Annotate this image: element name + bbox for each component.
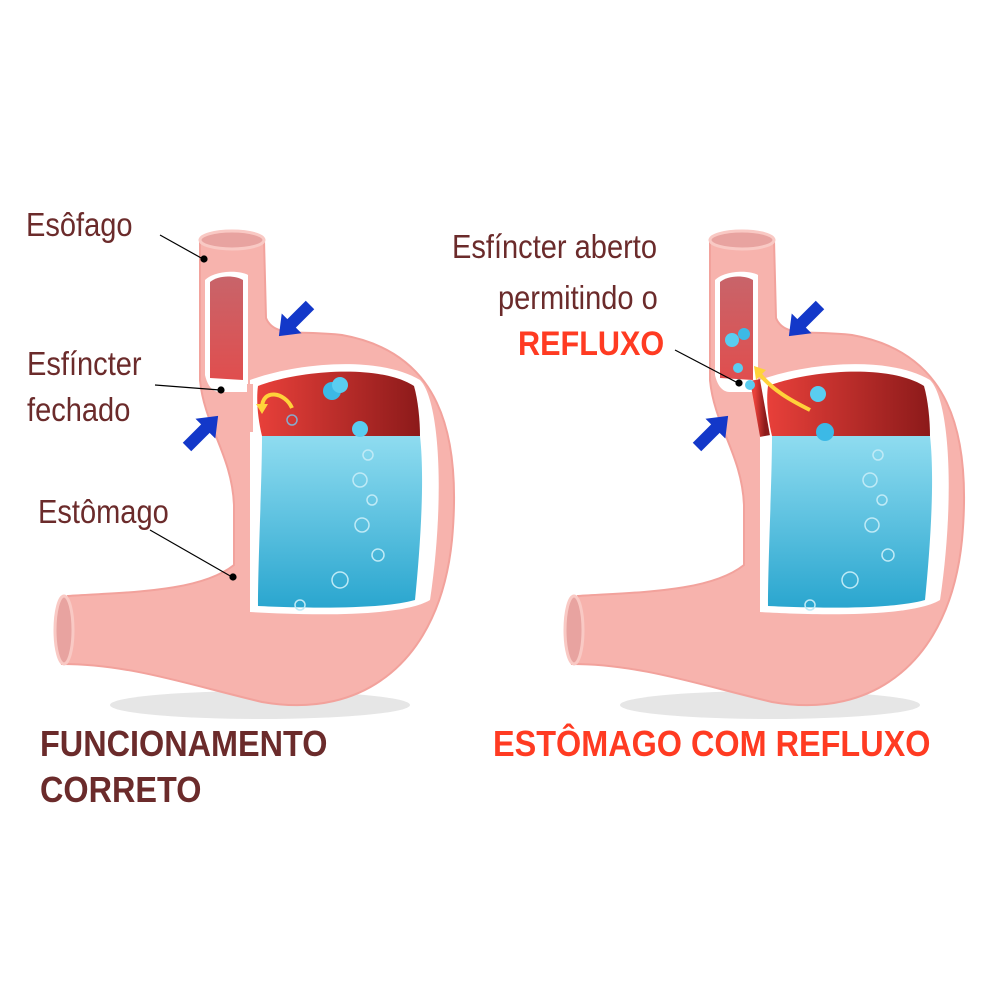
title-normal-line1: FUNCIONAMENTO [40, 723, 328, 764]
label-esophagus: Esôfago [26, 206, 133, 243]
title-reflux: ESTÔMAGO COM REFLUXO [493, 723, 931, 764]
label-sphincter: Esfíncter [27, 345, 142, 382]
label-sphincter-open: Esfíncter aberto [452, 228, 657, 265]
stomach-normal [53, 229, 456, 721]
label-allowing: permitindo o [498, 279, 658, 316]
label-sphincter-closed: fechado [27, 391, 131, 428]
title-normal-line2: CORRETO [40, 769, 202, 810]
label-reflux: REFLUXO [518, 325, 665, 363]
stomach-reflux [563, 229, 966, 721]
label-stomach: Estômago [38, 493, 169, 530]
